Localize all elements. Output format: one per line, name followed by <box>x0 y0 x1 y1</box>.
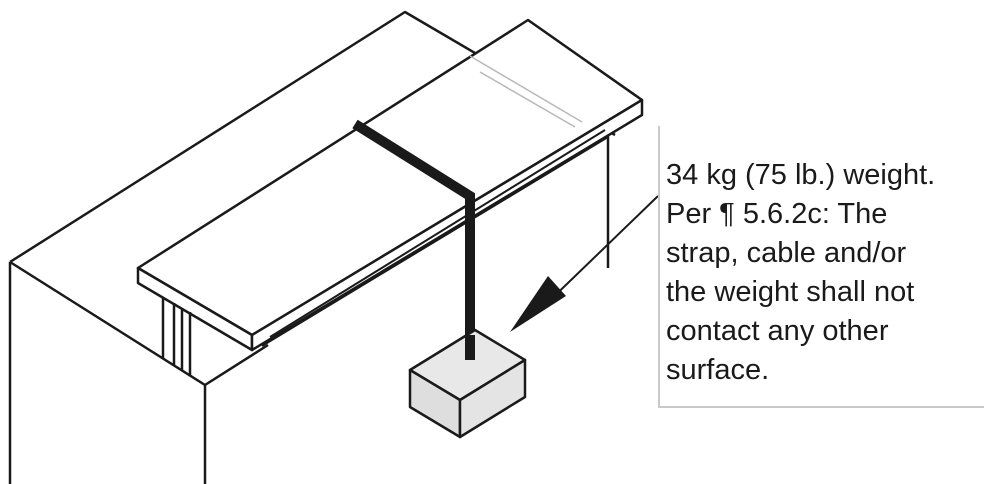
board-top-face <box>136 18 644 337</box>
faint-line-2 <box>479 71 576 128</box>
rail-line-1 <box>269 129 606 338</box>
rail-line-2 <box>261 136 609 347</box>
strap-line <box>352 119 475 358</box>
cabinet-top-front-edge <box>9 260 206 387</box>
weight-box <box>408 328 527 439</box>
callout-arrow-head <box>510 276 566 332</box>
callout-line-4: the weight shall not <box>666 276 915 308</box>
callout-line-1: 34 kg (75 lb.) weight. <box>666 159 936 191</box>
callout-line-5: contact any other <box>666 315 889 347</box>
callout-line-2: Per ¶ 5.6.2c: The <box>666 198 888 230</box>
cabinet-top-front-right-edge <box>204 343 269 387</box>
board-faint-lines <box>469 55 583 128</box>
callout-line-6: surface. <box>666 354 770 386</box>
weight-box-side <box>458 358 527 439</box>
extended-board <box>136 18 644 352</box>
board-support-post <box>161 297 192 376</box>
callout-arrow <box>510 195 659 332</box>
faint-line-1 <box>469 55 583 123</box>
strap <box>352 119 475 358</box>
callout-line-3: strap, cable and/or <box>666 237 907 269</box>
board-support-rail <box>261 129 609 347</box>
callout-box: 34 kg (75 lb.) weight. Per ¶ 5.6.2c: The… <box>658 126 984 408</box>
